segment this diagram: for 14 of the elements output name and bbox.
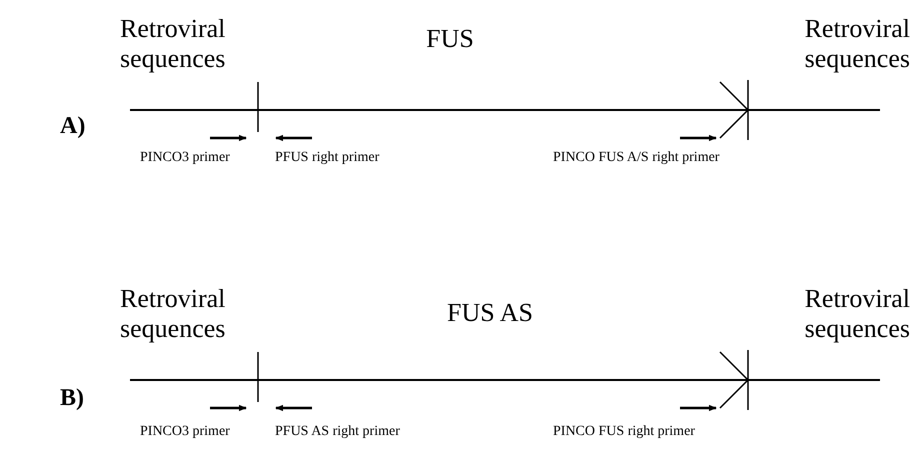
primer-label: PINCO FUS A/S right primer [553,150,720,166]
panel-label: A) [60,113,86,141]
region-label: Retroviral sequences [804,14,910,74]
region-label: FUS [425,24,475,54]
primer-label: PINCO FUS right primer [553,424,696,440]
primer-label: PFUS AS right primer [275,424,401,440]
primer-label: PINCO3 primer [140,424,231,440]
primer-label: PFUS right primer [275,150,380,166]
region-label: Retroviral sequences [120,14,226,74]
panel-label: B) [60,385,85,413]
region-label: Retroviral sequences [804,284,910,344]
region-label: Retroviral sequences [120,284,226,344]
primer-label: PINCO3 primer [140,150,231,166]
region-label: FUS AS [446,298,534,328]
